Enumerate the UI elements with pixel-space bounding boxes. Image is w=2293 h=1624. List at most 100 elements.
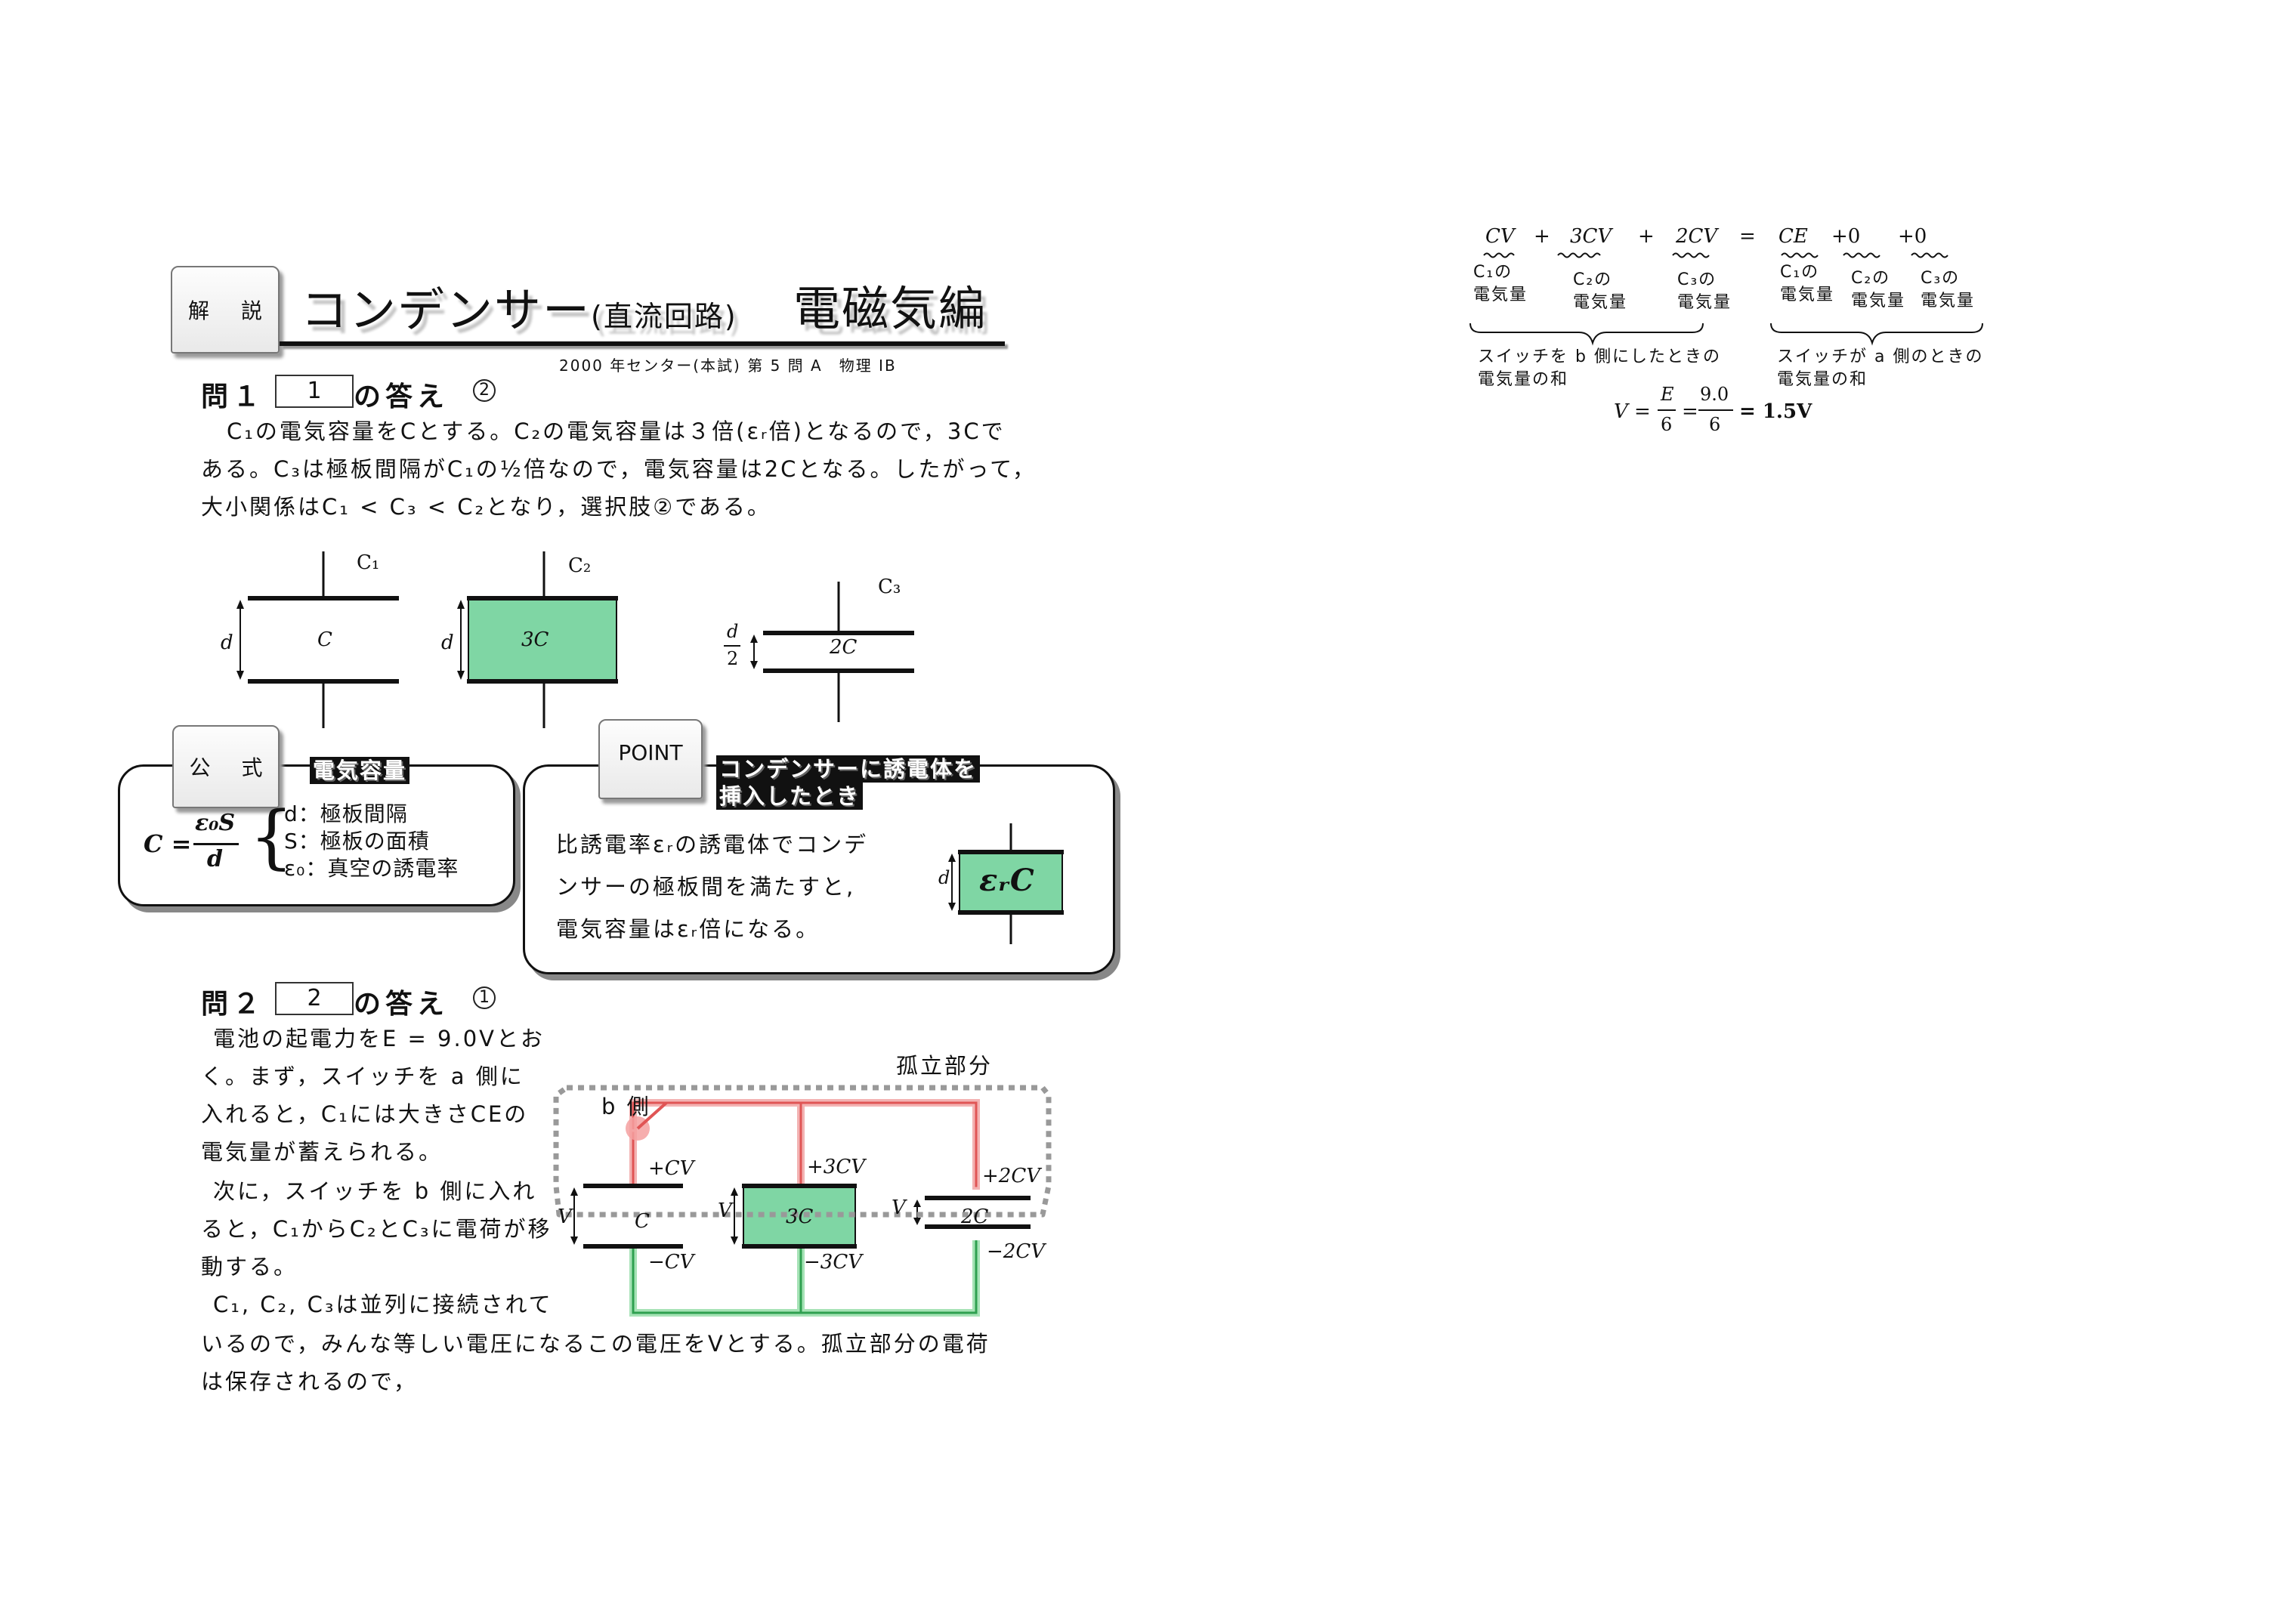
source-line: 2000 年センター(本試) 第 5 問 A 物理 IB	[559, 357, 897, 375]
eq-sub-3: C₃の 電気量	[1677, 269, 1732, 314]
eq-sub-4-b: 電気量	[1780, 286, 1835, 304]
c3-half-den: 2	[727, 648, 739, 669]
switch	[626, 1101, 668, 1141]
eq-term-3: 2CV	[1676, 225, 1718, 248]
formula-fraction-bar	[193, 843, 239, 845]
frac1-den: 6	[1661, 414, 1673, 435]
c2-d-label: d	[441, 631, 454, 654]
formula-numer: ε₀S	[195, 810, 236, 836]
eq-braces	[1469, 323, 1983, 346]
c3-cap-value: 2C	[961, 1206, 989, 1228]
c3-value: 2C	[830, 636, 858, 659]
q2-line-3: 入れると，C₁には大きさCEの	[201, 1101, 529, 1127]
eq-op-2: +	[1638, 225, 1655, 248]
eq-term-6: +0	[1898, 225, 1927, 248]
c1-label: C₁	[357, 551, 380, 574]
eq-sub-3-b: 電気量	[1677, 293, 1732, 312]
c3-v-label: V	[892, 1196, 906, 1219]
q1-line-1: C₁の電気容量をCとする。C₂の電気容量は３倍(εᵣ倍)となるので，3Cで	[227, 418, 1006, 444]
formula-tab-right: 式	[241, 755, 263, 780]
eq-term-5: +0	[1831, 225, 1861, 248]
c3-label: C₃	[878, 576, 901, 598]
brace-right-line-2: 電気量の和	[1777, 370, 1868, 389]
kaisetsu-book-tab: 解 説	[171, 266, 280, 354]
isolated-region-outline	[553, 1085, 1052, 1218]
formula-def-2: S：極板の面積	[284, 829, 430, 854]
c2-value: 3C	[521, 628, 549, 651]
frac1-bar	[1658, 409, 1676, 411]
c1-v-label: V	[558, 1206, 572, 1228]
q1-answer-box: 1	[275, 375, 354, 408]
q1-choice: 2	[473, 379, 496, 402]
point-heading-1: コンデンサーに誘電体を	[716, 755, 981, 783]
q1-line-2: ある。C₃は極板間隔がC₁の½倍なので，電気容量は2Cとなる。したがって，	[201, 456, 1037, 482]
point-line-1: 比誘電率εᵣの誘電体でコンデ	[556, 832, 869, 857]
eq-op-1: +	[1534, 225, 1550, 248]
eq-sub-5-b: 電気量	[1851, 292, 1906, 310]
circuit-c2	[731, 1184, 857, 1249]
q2-answer-box: 2	[275, 982, 354, 1015]
green-wires	[629, 1240, 980, 1317]
q2-line-6: ると，C₁からC₂とC₃に電荷が移	[201, 1216, 552, 1242]
formula-lhs: C =	[144, 829, 192, 858]
c3-half-bar	[724, 645, 740, 647]
result-lhs: V =	[1614, 400, 1651, 423]
page-title: コンデンサー(直流回路)	[301, 272, 737, 340]
c2-bottom-charge: −3CV	[804, 1251, 862, 1274]
q2-line-4: 電気量が蓄えられる。	[201, 1139, 443, 1165]
q2-line-5: 次に，スイッチを b 側に入れ	[213, 1178, 537, 1204]
q2-wide-line-2: は保存されるので，	[201, 1369, 418, 1394]
c1-value: C	[317, 628, 332, 651]
q2-answer-label: の答え	[354, 989, 450, 1020]
eq-sub-1-b: 電気量	[1473, 286, 1528, 304]
eq-equals: =	[1739, 225, 1756, 248]
q2-choice-mark: 1	[473, 986, 496, 1009]
eq-term-4: CE	[1778, 225, 1808, 248]
eq-term-1: CV	[1485, 225, 1515, 248]
q2-line-2: く。まず，スイッチを a 側に	[201, 1064, 524, 1089]
q2-wide-line-1: いるので，みんな等しい電圧になるこの電圧をVとする。孤立部分の電荷	[201, 1331, 990, 1357]
eq-sub-4-a: C₁の	[1780, 263, 1820, 282]
eq-sub-1: C₁の 電気量	[1473, 261, 1528, 307]
c1-cap-value: C	[635, 1210, 650, 1233]
title-underline	[280, 341, 1005, 346]
c3-half-num: d	[727, 621, 739, 642]
point-line-3: 電気容量はεᵣ倍になる。	[556, 916, 820, 942]
c1-capacitor	[236, 551, 399, 728]
point-cap-value: εᵣC	[979, 863, 1034, 898]
eq-wavy-underlines	[1483, 252, 1948, 258]
brace-right-text: スイッチが a 側のときの 電気量の和	[1777, 346, 1983, 391]
title-sub: (直流回路)	[591, 300, 737, 333]
q1-answer-label: の答え	[354, 381, 450, 412]
point-book-tab: POINT	[598, 719, 703, 799]
point-heading-2: 挿入したとき	[716, 783, 864, 810]
frac2-num: 9.0	[1700, 384, 1729, 405]
eq-sub-6: C₃の 電気量	[1921, 267, 1975, 313]
category-title: 電磁気編	[793, 281, 987, 336]
c2-dielectric	[468, 600, 617, 680]
red-wires	[629, 1099, 980, 1190]
book-tab-left: 解	[187, 298, 209, 323]
formula-book-tab: 公 式	[172, 725, 280, 808]
capacitor-diagram	[236, 551, 914, 728]
eq-sub-1-a: C₁の	[1473, 263, 1513, 282]
brace-left-line-2: 電気量の和	[1478, 370, 1569, 389]
switch-label: b 側	[601, 1094, 651, 1119]
frac1-num: E	[1661, 384, 1674, 405]
formula-denom: d	[207, 846, 223, 872]
brace-left-line-1: スイッチを b 側にしたときの	[1478, 347, 1721, 366]
eq-sub-2: C₂の 電気量	[1573, 269, 1627, 314]
q2-line-8: C₁, C₂, C₃は並列に接続されて	[213, 1292, 553, 1317]
brace-left-text: スイッチを b 側にしたときの 電気量の和	[1478, 346, 1721, 391]
c2-v-label: V	[718, 1199, 732, 1222]
point-d-label: d	[938, 867, 950, 888]
isolated-label: 孤立部分	[896, 1053, 994, 1079]
result-eq: =	[1682, 400, 1698, 423]
c2-capacitor	[457, 551, 618, 728]
q2-label: 問２	[201, 989, 265, 1020]
c3-capacitor	[750, 582, 914, 722]
q1-line-3: 大小関係はC₁ < C₃ < C₂となり，選択肢②である。	[201, 494, 771, 520]
circuit-c1	[570, 1184, 683, 1249]
c2-cap-value: 3C	[786, 1206, 814, 1228]
c3-top-charge: +2CV	[982, 1165, 1040, 1187]
